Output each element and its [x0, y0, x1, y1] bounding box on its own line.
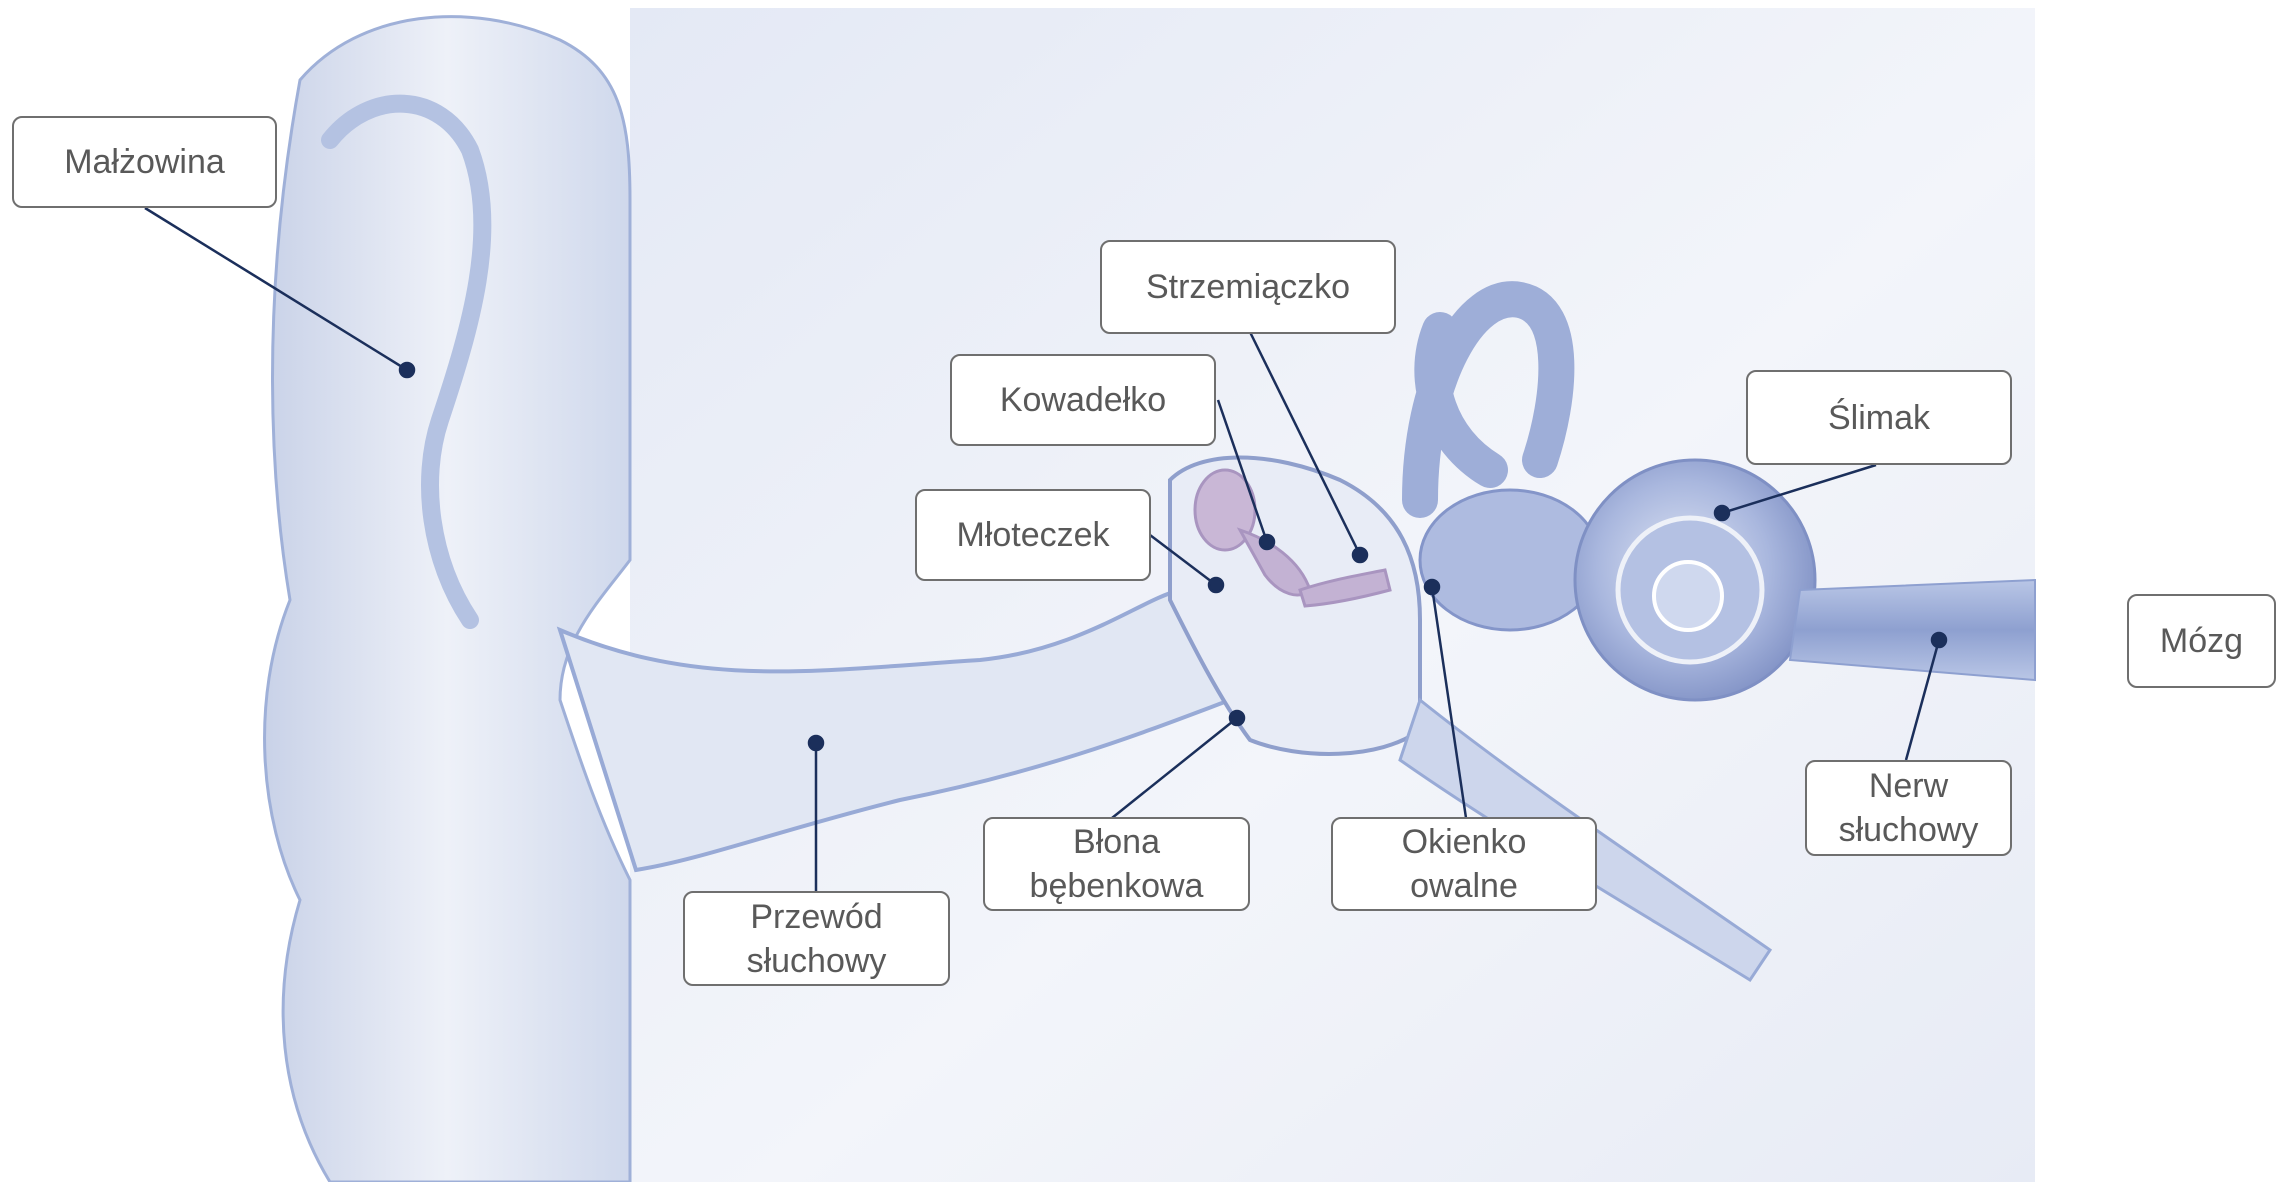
label-blona-line1: Błona [1073, 820, 1160, 864]
label-mloteczek: Młoteczek [915, 489, 1151, 581]
dot-slimak [1715, 506, 1729, 520]
label-mozg-text: Mózg [2160, 619, 2243, 663]
dot-blona [1230, 711, 1244, 725]
dot-okienko [1425, 580, 1439, 594]
label-mozg: Mózg [2127, 594, 2276, 688]
label-slimak-text: Ślimak [1828, 396, 1930, 440]
label-strzemiaczko-text: Strzemiączko [1146, 265, 1350, 309]
dot-strzemiaczko [1353, 548, 1367, 562]
label-okienko-line2: owalne [1410, 864, 1518, 908]
label-przewod-line1: Przewód [750, 895, 882, 939]
label-blona-line2: bębenkowa [1030, 864, 1204, 908]
label-przewod-sluchowy: Przewód słuchowy [683, 891, 950, 986]
label-nerw-line1: Nerw [1869, 764, 1948, 808]
label-mloteczek-text: Młoteczek [956, 513, 1109, 557]
label-nerw-sluchowy: Nerw słuchowy [1805, 760, 2012, 856]
dot-malzowina [400, 363, 414, 377]
label-malzowina-text: Małżowina [64, 140, 225, 184]
dot-przewod [809, 736, 823, 750]
label-kowadelko: Kowadełko [950, 354, 1216, 446]
label-przewod-line2: słuchowy [747, 939, 887, 983]
label-malzowina: Małżowina [12, 116, 277, 208]
label-nerw-line2: słuchowy [1839, 808, 1979, 852]
label-slimak: Ślimak [1746, 370, 2012, 465]
pinna-shape [265, 17, 630, 1182]
label-kowadelko-text: Kowadełko [1000, 378, 1166, 422]
label-blona-bebenkowa: Błona bębenkowa [983, 817, 1250, 911]
label-okienko-line1: Okienko [1402, 820, 1527, 864]
dot-nerw [1932, 633, 1946, 647]
label-okienko-owalne: Okienko owalne [1331, 817, 1597, 911]
dot-mloteczek [1209, 578, 1223, 592]
vestibule [1420, 490, 1600, 630]
cochlea-inner [1654, 562, 1722, 630]
label-strzemiaczko: Strzemiączko [1100, 240, 1396, 334]
dot-kowadelko [1260, 535, 1274, 549]
